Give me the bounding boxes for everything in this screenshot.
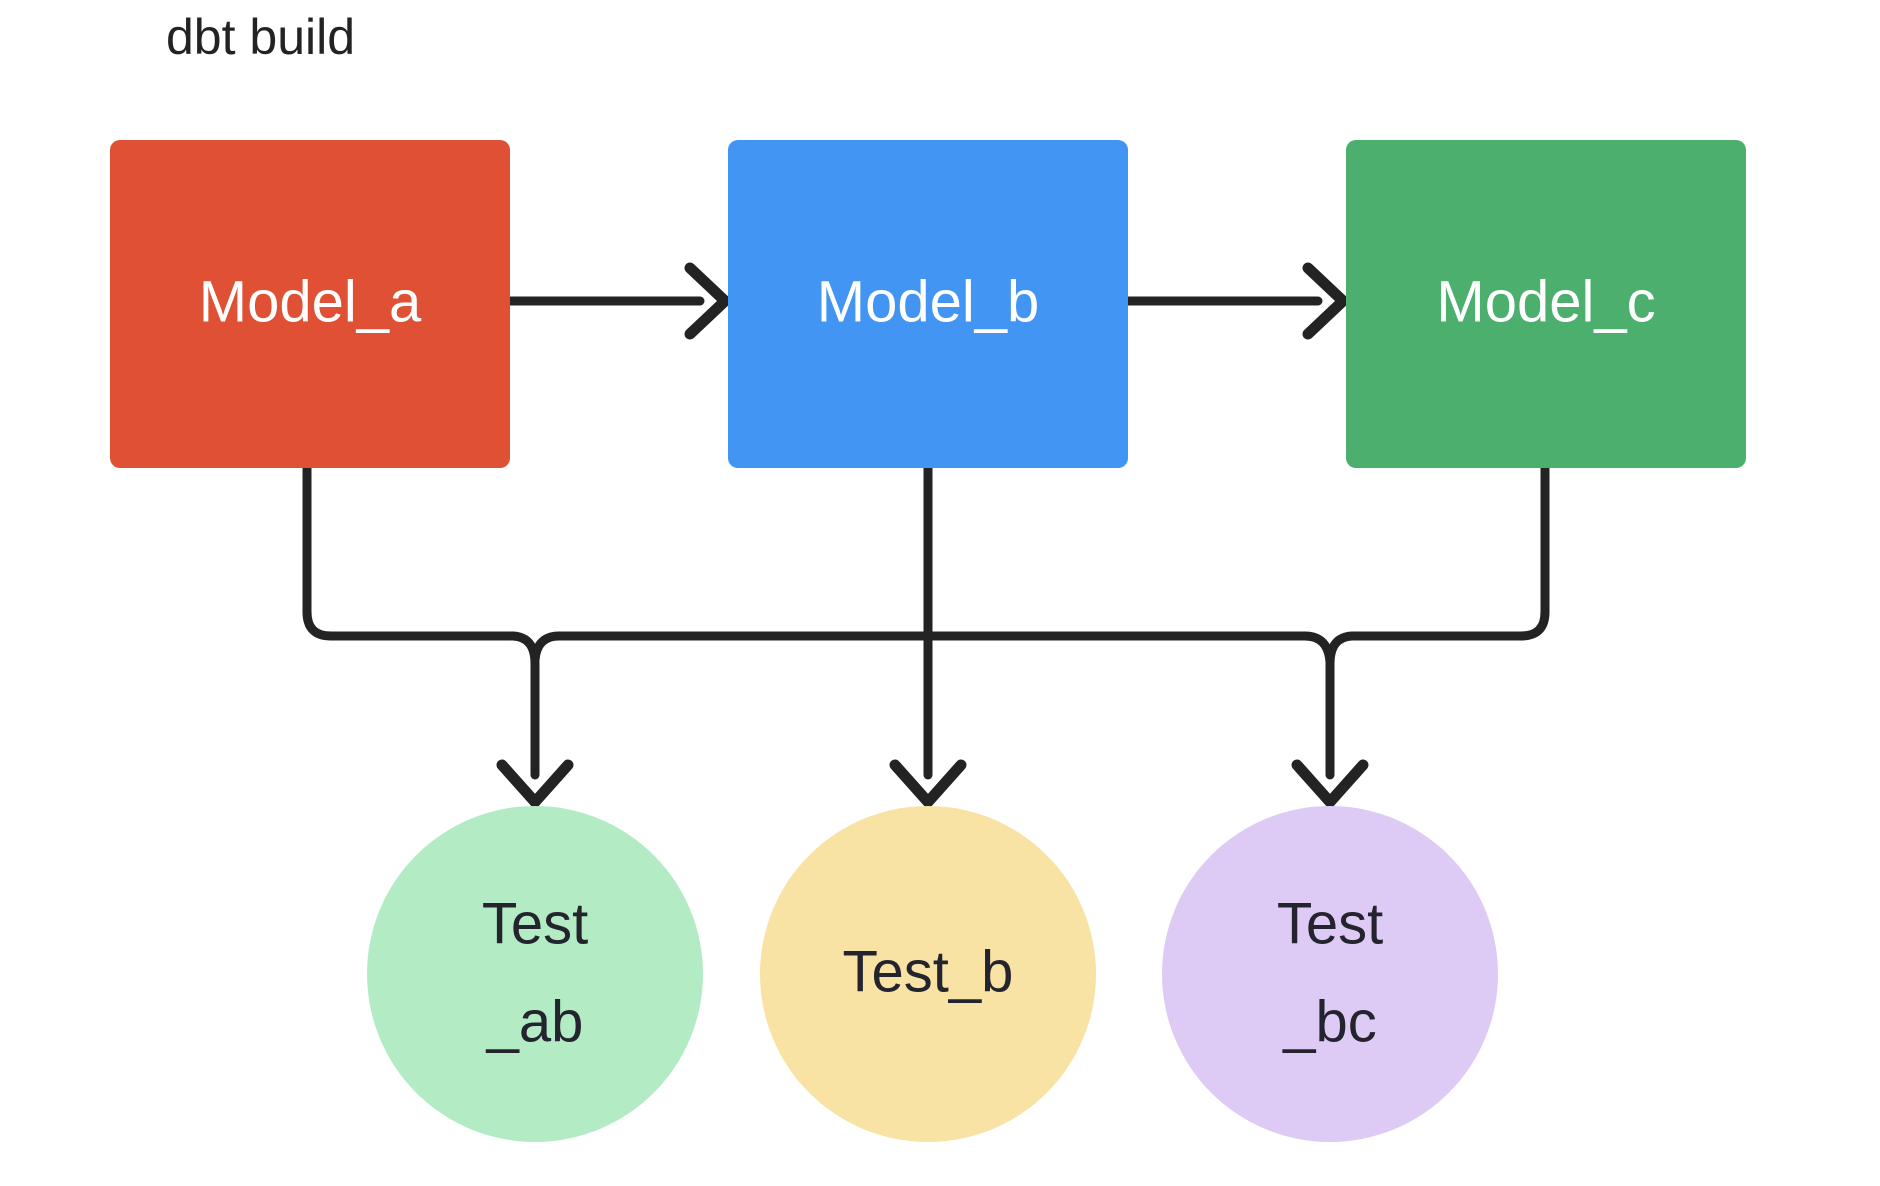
test-node-test-bc[interactable]: Test _bc: [1162, 806, 1498, 1142]
model-b-shape[interactable]: [728, 140, 1128, 468]
test-ab-label-line2: _ab: [486, 989, 584, 1054]
arrowhead-model-a-to-model-b: [684, 262, 731, 340]
edge-model-a-to-bus: [302, 462, 518, 641]
edge-model-b-to-test-ab: [530, 631, 933, 665]
test-b-label-line1: Test_b: [843, 939, 1014, 1004]
test-bc-label-line2: _bc: [1282, 989, 1377, 1054]
test-bc-shape[interactable]: [1162, 806, 1498, 1142]
model-c-shape[interactable]: [1346, 140, 1746, 468]
edge-bus-to-test-bc: [1325, 631, 1357, 780]
model-node-model-b[interactable]: Model_b: [728, 140, 1128, 468]
test-node-test-b[interactable]: Test_b: [760, 806, 1096, 1142]
test-b-shape[interactable]: [760, 806, 1096, 1142]
arrowhead-test-b: [889, 759, 967, 808]
model-c-label: Model_c: [1436, 269, 1655, 334]
edge-model-b-to-test-bc: [923, 631, 1335, 667]
test-bc-label-line1: Test: [1277, 891, 1383, 956]
model-a-label: Model_a: [199, 269, 422, 334]
test-node-test-ab[interactable]: Test _ab: [367, 806, 703, 1142]
model-b-label: Model_b: [817, 269, 1039, 334]
model-node-model-a[interactable]: Model_a: [110, 140, 510, 468]
edge-model-c-to-bus: [1347, 462, 1550, 641]
arrowhead-test-bc: [1291, 759, 1369, 808]
diagram-title: dbt build: [166, 9, 355, 65]
model-a-shape[interactable]: [110, 140, 510, 468]
test-ab-label-line1: Test: [482, 891, 588, 956]
arrowhead-model-b-to-model-c: [1302, 262, 1349, 340]
edge-layer: [302, 262, 1550, 808]
model-node-model-c[interactable]: Model_c: [1346, 140, 1746, 468]
arrowhead-test-ab: [496, 759, 574, 808]
test-ab-shape[interactable]: [367, 806, 703, 1142]
